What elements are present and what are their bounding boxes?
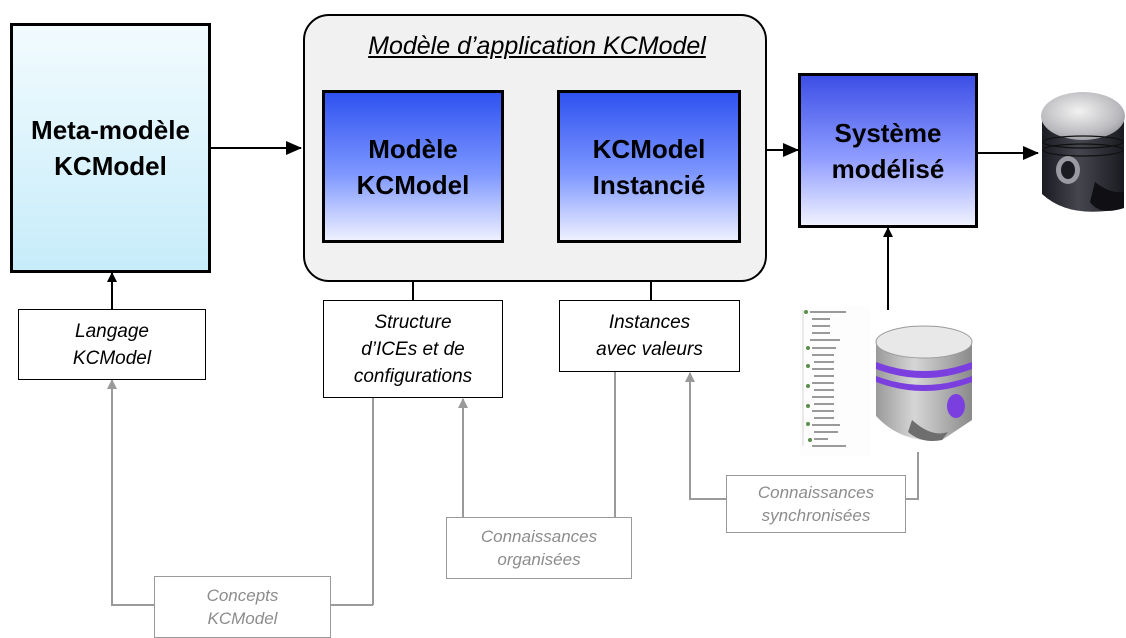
concepts-label: Concepts KCModel [206, 586, 279, 628]
meta-model-node: Meta-modèle KCModel [10, 23, 211, 273]
piston-photo [1041, 92, 1125, 212]
line-synchronised-from-cad [906, 452, 919, 500]
piston-cad-model [875, 325, 973, 441]
modelled-system-label: Système modélisé [831, 117, 945, 184]
instantiated-model-label: KCModel Instancié [592, 133, 706, 200]
instances-box: Instances avec valeurs [559, 300, 740, 372]
synchronised-knowledge-box: Connaissances synchronisées [726, 475, 906, 533]
organised-knowledge-box: Connaissances organisées [446, 517, 632, 579]
structure-box: Structure d’ICEs et de configurations [323, 300, 503, 398]
meta-model-label: Meta-modèle KCModel [31, 115, 190, 181]
kcmodel-model-node: Modèle KCModel [322, 90, 504, 243]
structure-label: Structure d’ICEs et de configurations [353, 311, 473, 387]
instantiated-model-node: KCModel Instancié [557, 90, 741, 243]
organised-knowledge-label: Connaissances organisées [480, 527, 598, 569]
instances-label: Instances avec valeurs [596, 312, 703, 360]
synchronised-knowledge-label: Connaissances synchronisées [757, 483, 875, 525]
kcmodel-model-label: Modèle KCModel [356, 133, 470, 200]
modelled-system-node: Système modélisé [798, 73, 978, 228]
arrow-synchronised-to-instances [685, 372, 726, 500]
language-box: Langage KCModel [18, 309, 206, 380]
concepts-box: Concepts KCModel [154, 576, 331, 638]
arrow-concepts-to-language [107, 379, 154, 606]
application-model-title: Modèle d’application KCModel [368, 32, 706, 60]
language-label: Langage KCModel [72, 320, 152, 369]
cad-feature-tree [800, 306, 870, 456]
